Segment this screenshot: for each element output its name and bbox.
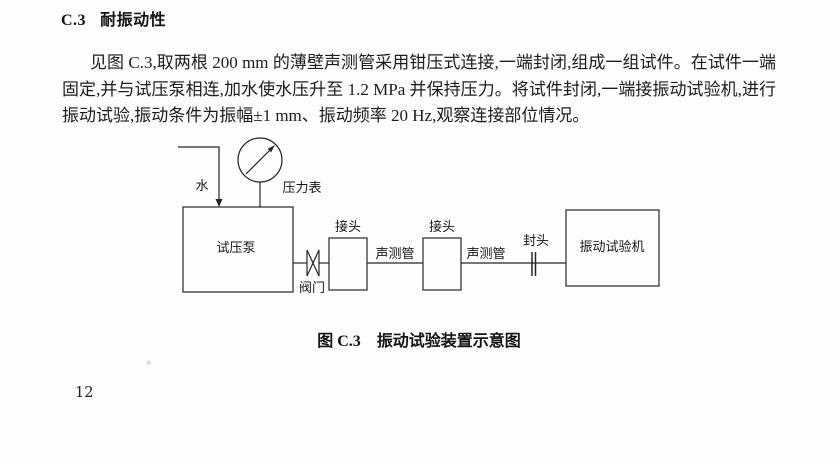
figure-caption: 图 C.3 振动试验装置示意图 [0,327,838,351]
sounding-pipe-1-label: 声测管 [375,246,414,261]
test-pump-box [182,206,294,293]
end-cap-icon [531,252,537,276]
test-pump-label: 试压泵 [216,240,255,255]
joint-box-2 [422,237,462,291]
figure-caption-number: 图 C.3 [317,333,361,350]
pressure-gauge-label: 压力表 [282,180,321,195]
gauge-needle-arrow-icon [267,145,275,153]
section-number: C.3 [61,12,87,29]
gauge-needle [245,147,273,175]
section-heading: C.3 耐振动性 [61,6,166,30]
water-arrow-icon [215,199,223,207]
joint-box-1 [328,237,368,291]
joint-1-label: 接头 [335,219,361,234]
vibration-machine-box [565,209,660,287]
water-label: 水 [195,178,208,193]
paragraph-line-2: 固定,并与试压泵相连,加水使水压升至 1.2 MPa 并保持压力。将试件封闭,一… [62,79,776,99]
valve-label: 阀门 [299,280,325,295]
page-number: 12 [75,385,94,401]
vibration-test-diagram: 水 压力表 试压泵 阀门 接头 声测管 接头 声测管 [178,137,660,295]
sounding-pipe-2-label: 声测管 [466,246,505,261]
paragraph-line-1: 见图 C.3,取两根 200 mm 的薄壁声测管采用钳压式连接,一端封闭,组成一… [90,53,776,72]
paragraph-line-3: 振动试验,振动条件为振幅±1 mm、振动频率 20 Hz,观察连接部位情况。 [62,106,590,125]
joint-2-label: 接头 [429,219,455,234]
scan-speck [146,359,153,367]
body-paragraph: 见图 C.3,取两根 200 mm 的薄壁声测管采用钳压式连接,一端封闭,组成一… [62,50,776,130]
end-cap-label: 封头 [523,233,549,248]
section-title: 耐振动性 [100,12,167,29]
water-inlet-line [178,146,220,200]
valve-icon [306,249,320,277]
vibration-machine-label: 振动试验机 [579,239,644,254]
figure-caption-title: 振动试验装置示意图 [376,333,521,350]
